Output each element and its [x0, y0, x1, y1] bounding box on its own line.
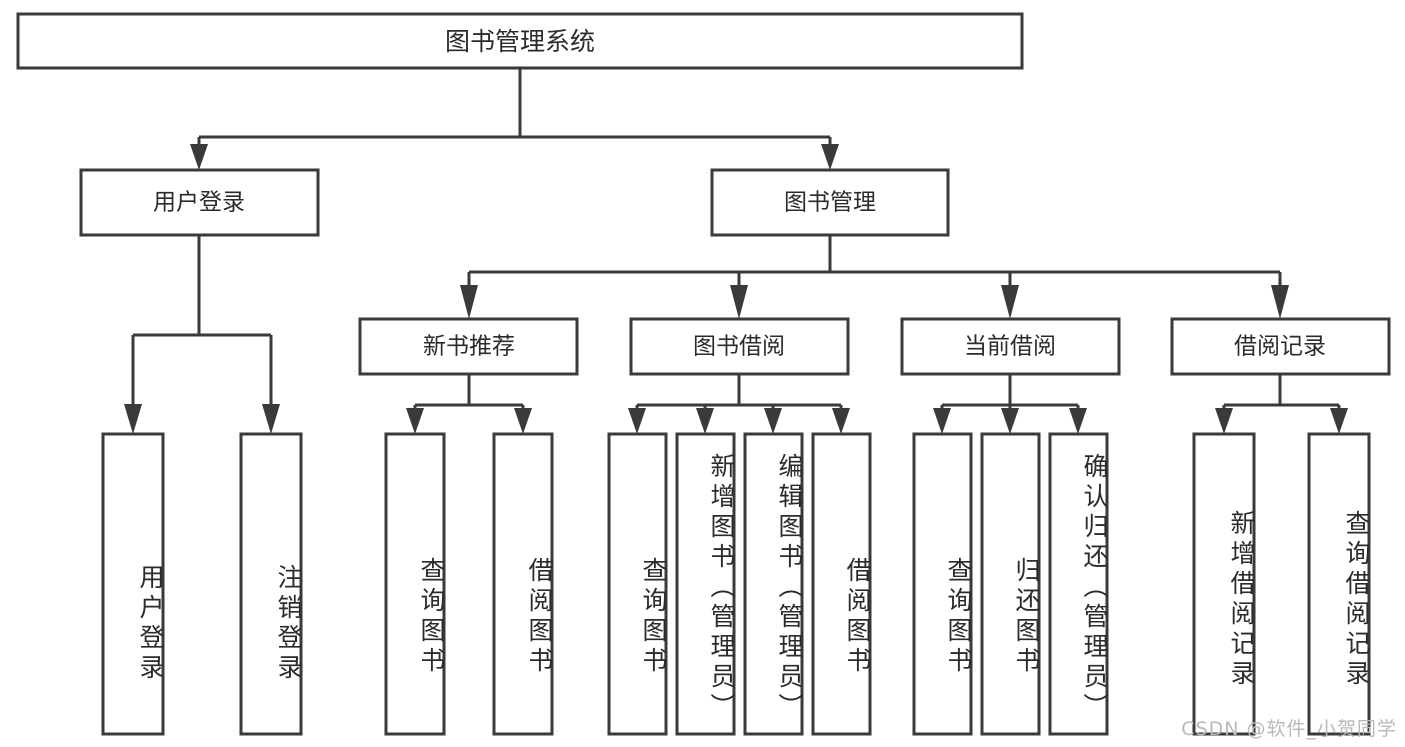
node-new-book-recommendation[interactable] [358, 317, 579, 376]
node-label-new-book-recommendation: 新书推荐 [423, 334, 515, 360]
arrow-head-leaf-query-book-1 [406, 408, 424, 434]
node-label-borrowing-record: 借阅记录 [1234, 334, 1326, 360]
node-book-borrowing[interactable] [629, 317, 850, 376]
arrow-head-new-book-rec [460, 285, 478, 319]
node-system-root[interactable] [16, 12, 1024, 70]
arrow-head-borrow-record [1271, 285, 1289, 319]
arrow-head-leaf-logout [262, 404, 280, 434]
arrow-head-leaf-edit-book [764, 408, 782, 434]
node-leaf-query-book-2[interactable] [607, 432, 668, 736]
node-leaf-query-book-3[interactable] [912, 432, 973, 736]
node-leaf-add-book-admin[interactable] [675, 432, 736, 736]
node-label-current-borrowing: 当前借阅 [964, 334, 1056, 360]
nodes-layer: 图书管理系统 用户登录 图书管理 新书推荐 图书借阅 当前借阅 借阅记录 [16, 12, 1391, 736]
arrow-head-leaf-borrow-book-2 [832, 408, 850, 434]
arrow-head-leaf-return-book [1001, 408, 1019, 434]
arrow-head-leaf-add-book [696, 408, 714, 434]
node-leaf-borrow-book-2[interactable] [811, 432, 872, 736]
arrow-head-leaf-query-record [1330, 408, 1348, 434]
node-user-login[interactable] [79, 168, 320, 237]
arrow-head-leaf-query-book-3 [933, 408, 951, 434]
node-leaf-logout[interactable] [239, 432, 303, 736]
arrow-head-book-mgmt [821, 144, 839, 170]
arrow-head-leaf-query-book-2 [628, 408, 646, 434]
arrow-head-leaf-add-record [1215, 408, 1233, 434]
arrow-head-user-login [190, 144, 208, 170]
node-book-management[interactable] [710, 168, 950, 237]
node-leaf-query-borrow-record[interactable] [1307, 432, 1371, 736]
node-leaf-borrow-book-1[interactable] [492, 432, 554, 736]
node-leaf-add-borrow-record[interactable] [1192, 432, 1256, 736]
watermark-text: CSDN @软件_小贺同学 [1181, 718, 1397, 740]
node-label-system-root: 图书管理系统 [445, 27, 595, 56]
arrow-head-leaf-borrow-book-1 [514, 408, 532, 434]
node-leaf-return-book[interactable] [980, 432, 1041, 736]
node-borrowing-record[interactable] [1170, 317, 1391, 376]
connectors-layer [124, 68, 1348, 434]
arrow-head-leaf-user-login [124, 404, 142, 434]
node-label-book-management: 图书管理 [784, 190, 876, 216]
node-label-user-login: 用户登录 [153, 190, 245, 216]
arrow-head-book-borrow [730, 285, 748, 319]
node-leaf-query-book-1[interactable] [384, 432, 446, 736]
node-leaf-confirm-return-admin[interactable] [1048, 432, 1109, 736]
node-current-borrowing[interactable] [900, 317, 1121, 376]
arrow-head-current-borrow [1001, 285, 1019, 319]
node-leaf-edit-book-admin[interactable] [743, 432, 804, 736]
arrow-head-leaf-confirm-return [1069, 408, 1087, 434]
node-leaf-user-login[interactable] [101, 432, 165, 736]
node-label-book-borrowing: 图书借阅 [693, 334, 785, 360]
